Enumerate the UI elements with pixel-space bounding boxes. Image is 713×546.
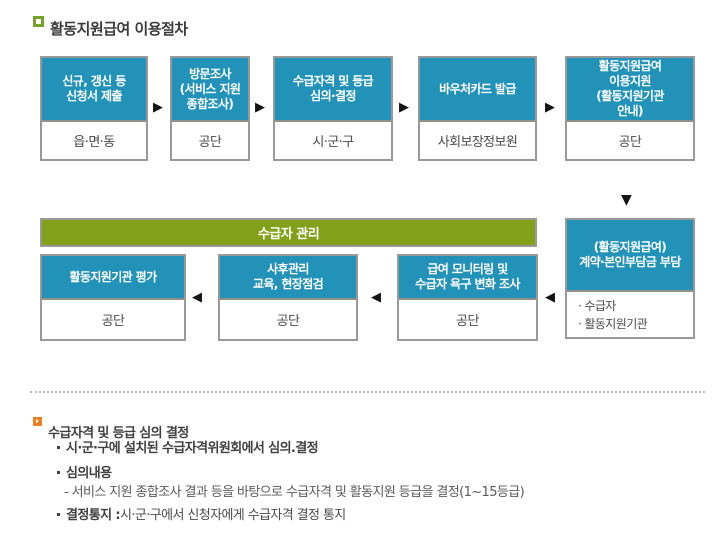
flow-step-application-agency: 읍·면·동 — [73, 135, 115, 150]
contract-box-parties: · 수급자 · 활동지원기관 — [578, 298, 648, 331]
flow-step-visit-survey-header: 방문조사 (서비스 지원 종합조사) — [172, 58, 248, 122]
flow-step-followup-management-agency: 공단 — [276, 314, 300, 329]
flow-step-application: 신규, 갱신 등 신청서 제출 읍·면·동 — [40, 56, 148, 161]
flow-step-benefit-monitoring-agency: 공단 — [456, 314, 479, 329]
contract-box-header: (활동지원급여) 계약·본인부담금 부담 — [567, 220, 693, 292]
flow-step-eligibility-decision-agency: 시·군·구 — [312, 135, 354, 150]
flow-step-usage-support: 활동지원급여 이용지원 (활동지원기관 안내) 공단 — [565, 56, 695, 161]
management-bar: 수급자 관리 — [40, 218, 537, 247]
details-item-decision-notice: 결정통지 :시·군·구에서 신청자에게 수급자격 결정 통지 — [57, 504, 346, 523]
arrow-right-icon: ▶ — [545, 100, 555, 115]
flow-step-voucher-issue: 바우처카드 발급 사회보장정보원 — [418, 56, 537, 161]
flow-step-benefit-monitoring-header: 급여 모니터링 및 수급자 욕구 변화 조사 — [399, 256, 536, 300]
flow-step-usage-support-agency: 공단 — [618, 135, 642, 150]
flow-step-eligibility-decision: 수급자격 및 등급 심의·결정 시·군·구 — [273, 56, 393, 161]
flow-step-visit-survey-agency: 공단 — [198, 135, 222, 150]
arrow-down-icon: ▼ — [621, 192, 632, 208]
details-item-decision-notice-text: 시·군·구에서 신청자에게 수급자격 결정 통지 — [119, 508, 346, 523]
flow-step-followup-management-header: 사후관리 교육, 현장점검 — [220, 256, 356, 300]
arrow-left-icon: ◀ — [192, 290, 202, 305]
details-item-committee: 시·군·구에 설치된 수급자격위원회에서 심의.결정 — [57, 437, 319, 456]
flow-step-voucher-issue-header: 바우처카드 발급 — [420, 58, 535, 122]
flow-step-followup-management: 사후관리 교육, 현장점검 공단 — [218, 254, 358, 341]
contract-box: (활동지원급여) 계약·본인부담금 부담 · 수급자 · 활동지원기관 — [565, 218, 695, 339]
flow-step-voucher-issue-agency: 사회보장정보원 — [437, 135, 518, 150]
flow-step-usage-support-header: 활동지원급여 이용지원 (활동지원기관 안내) — [567, 58, 693, 122]
flow-step-agency-evaluation-agency: 공단 — [101, 314, 125, 329]
flow-step-eligibility-decision-header: 수급자격 및 등급 심의·결정 — [275, 58, 391, 122]
arrow-left-icon: ◀ — [545, 290, 555, 305]
flow-step-benefit-monitoring: 급여 모니터링 및 수급자 욕구 변화 조사 공단 — [397, 254, 538, 341]
section-bullet-icon — [33, 417, 42, 426]
flow-step-agency-evaluation: 활동지원기관 평가 공단 — [40, 254, 186, 341]
arrow-right-icon: ▶ — [399, 100, 409, 115]
title-bullet-icon — [33, 16, 44, 27]
flow-step-application-header: 신규, 갱신 등 신청서 제출 — [42, 58, 146, 122]
flow-step-visit-survey: 방문조사 (서비스 지원 종합조사) 공단 — [170, 56, 250, 161]
details-item-review-content-sub: - 서비스 지원 종합조사 결과 등을 바탕으로 수급자격 및 활동지원 등급을… — [64, 485, 525, 500]
page-title: 활동지원급여 이용절차 — [50, 20, 188, 39]
dotted-divider — [30, 391, 705, 393]
arrow-right-icon: ▶ — [255, 100, 265, 115]
flow-step-agency-evaluation-header: 활동지원기관 평가 — [42, 256, 184, 300]
arrow-right-icon: ▶ — [153, 100, 163, 115]
details-item-decision-notice-label: 결정통지 : — [66, 508, 121, 523]
arrow-left-icon: ◀ — [371, 290, 381, 305]
details-item-review-content: 심의내용 — [57, 462, 112, 481]
